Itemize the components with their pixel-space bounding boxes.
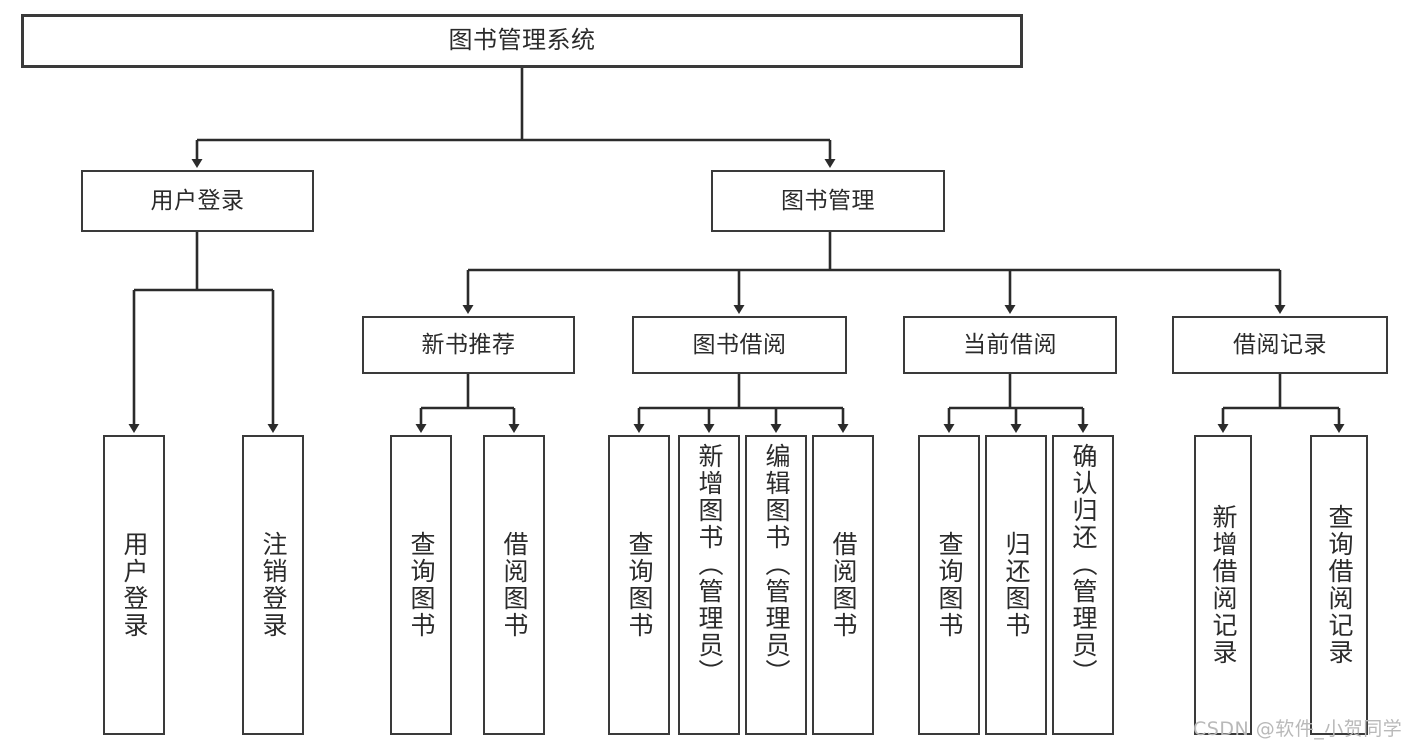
node-user-login-label: 用户登录 xyxy=(150,187,245,214)
node-leaf-user-login-label: 用户登录 xyxy=(120,531,149,639)
node-book-management[interactable]: 图书管理 xyxy=(711,170,945,232)
node-user-login[interactable]: 用户登录 xyxy=(81,170,314,232)
node-new-book-recommend-label: 新书推荐 xyxy=(421,331,516,358)
watermark-text: CSDN @软件_小贺同学 xyxy=(1193,718,1403,740)
node-leaf-query-book-1[interactable]: 查询图书 xyxy=(390,435,452,735)
node-leaf-add-borrow-record[interactable]: 新增借阅记录 xyxy=(1194,435,1252,735)
node-leaf-return-book-label: 归还图书 xyxy=(1002,531,1031,639)
node-borrow-record[interactable]: 借阅记录 xyxy=(1172,316,1388,374)
node-leaf-query-book-1-label: 查询图书 xyxy=(407,531,436,639)
node-leaf-query-book-2[interactable]: 查询图书 xyxy=(608,435,670,735)
node-leaf-add-borrow-record-label: 新增借阅记录 xyxy=(1209,504,1238,666)
node-leaf-confirm-return-admin[interactable]: 确认归还（管理员） xyxy=(1052,435,1114,735)
node-leaf-edit-book-admin-label: 编辑图书（管理员） xyxy=(762,443,791,686)
node-leaf-query-borrow-record[interactable]: 查询借阅记录 xyxy=(1310,435,1368,735)
node-leaf-borrow-book-1-label: 借阅图书 xyxy=(500,531,529,639)
node-root[interactable]: 图书管理系统 xyxy=(21,14,1023,68)
node-book-borrow-label: 图书借阅 xyxy=(692,331,787,358)
node-current-borrow-label: 当前借阅 xyxy=(963,331,1057,358)
node-leaf-user-login[interactable]: 用户登录 xyxy=(103,435,165,735)
node-borrow-record-label: 借阅记录 xyxy=(1233,331,1327,358)
node-leaf-return-book[interactable]: 归还图书 xyxy=(985,435,1047,735)
node-leaf-add-book-admin-label: 新增图书（管理员） xyxy=(695,443,724,686)
node-leaf-query-borrow-record-label: 查询借阅记录 xyxy=(1325,504,1354,666)
node-leaf-logout[interactable]: 注销登录 xyxy=(242,435,304,735)
node-leaf-logout-label: 注销登录 xyxy=(259,531,288,639)
node-current-borrow[interactable]: 当前借阅 xyxy=(903,316,1117,374)
node-leaf-query-book-2-label: 查询图书 xyxy=(625,531,654,639)
node-book-borrow[interactable]: 图书借阅 xyxy=(632,316,847,374)
node-root-label: 图书管理系统 xyxy=(448,26,596,55)
node-leaf-query-book-3-label: 查询图书 xyxy=(935,531,964,639)
node-leaf-add-book-admin[interactable]: 新增图书（管理员） xyxy=(678,435,740,735)
node-leaf-borrow-book-2[interactable]: 借阅图书 xyxy=(812,435,874,735)
node-leaf-borrow-book-2-label: 借阅图书 xyxy=(829,531,858,639)
node-leaf-borrow-book-1[interactable]: 借阅图书 xyxy=(483,435,545,735)
node-book-management-label: 图书管理 xyxy=(781,187,875,214)
node-new-book-recommend[interactable]: 新书推荐 xyxy=(362,316,575,374)
node-leaf-edit-book-admin[interactable]: 编辑图书（管理员） xyxy=(745,435,807,735)
node-leaf-confirm-return-admin-label: 确认归还（管理员） xyxy=(1069,443,1098,686)
node-leaf-query-book-3[interactable]: 查询图书 xyxy=(918,435,980,735)
